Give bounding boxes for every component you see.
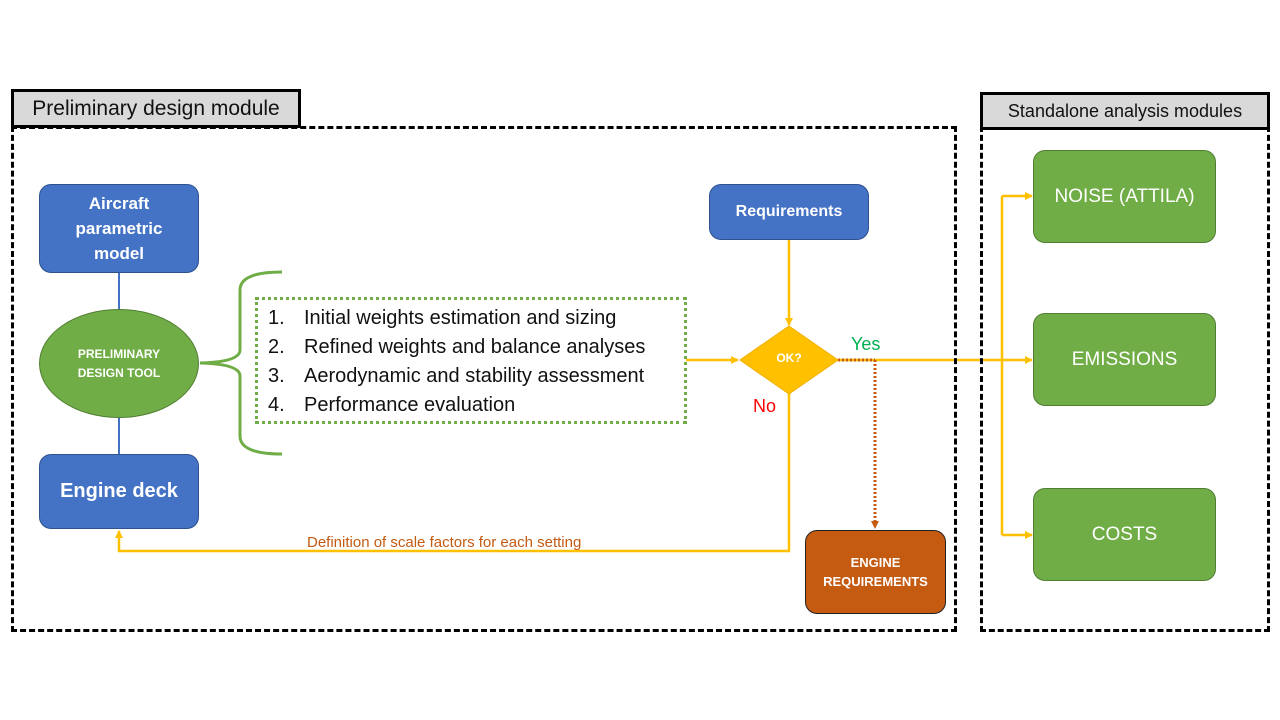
step-number: 4. xyxy=(268,394,285,416)
list-item: 3. Aerodynamic and stability assessment xyxy=(268,362,674,391)
decision-diamond[interactable] xyxy=(739,325,839,395)
standalone-module-title: Standalone analysis modules xyxy=(980,92,1270,130)
aircraft-parametric-model-box[interactable]: Aircraft parametric model xyxy=(39,184,199,273)
noise-module-box[interactable]: NOISE (ATTILA) xyxy=(1033,150,1216,243)
preliminary-design-tool-label: PRELIMINARY DESIGN TOOL xyxy=(77,346,161,380)
engine-requirements-label: ENGINE REQUIREMENTS xyxy=(823,555,928,589)
decision-label: OK? xyxy=(776,351,802,365)
engine-deck-label: Engine deck xyxy=(60,480,178,502)
step-text: Performance evaluation xyxy=(304,394,516,416)
preliminary-design-tool-ellipse[interactable]: PRELIMINARY DESIGN TOOL xyxy=(39,309,199,418)
step-number: 3. xyxy=(268,365,285,387)
list-item: 2. Refined weights and balance analyses xyxy=(268,333,674,362)
aircraft-parametric-model-label: Aircraft parametric model xyxy=(75,194,163,263)
step-text: Initial weights estimation and sizing xyxy=(304,307,617,329)
step-number: 1. xyxy=(268,307,285,329)
costs-module-label: COSTS xyxy=(1091,523,1158,545)
preliminary-module-frame xyxy=(11,126,957,632)
arrow-no-feedback xyxy=(115,393,791,553)
requirements-label: Requirements xyxy=(735,203,843,220)
no-label: No xyxy=(753,396,777,416)
list-item: 4. Performance evaluation xyxy=(268,391,674,420)
step-number: 2. xyxy=(268,336,285,358)
step-text: Refined weights and balance analyses xyxy=(304,336,646,358)
step-text: Aerodynamic and stability assessment xyxy=(304,365,645,387)
design-steps-list: 1.Initial weights estimation and sizing … xyxy=(255,297,687,424)
emissions-module-label: EMISSIONS xyxy=(1071,348,1178,370)
noise-module-label: NOISE (ATTILA) xyxy=(1054,185,1195,207)
list-item: 1. Initial weights estimation and sizing xyxy=(268,304,674,333)
feedback-label: Definition of scale factors for each set… xyxy=(307,534,582,551)
curly-brace xyxy=(199,270,283,456)
yes-label: Yes xyxy=(851,334,881,354)
costs-module-box[interactable]: COSTS xyxy=(1033,488,1216,581)
requirements-box[interactable]: Requirements xyxy=(709,184,869,240)
engine-requirements-box[interactable]: ENGINE REQUIREMENTS xyxy=(805,530,946,614)
preliminary-module-title: Preliminary design module xyxy=(11,89,301,128)
engine-deck-box[interactable]: Engine deck xyxy=(39,454,199,529)
emissions-module-box[interactable]: EMISSIONS xyxy=(1033,313,1216,406)
